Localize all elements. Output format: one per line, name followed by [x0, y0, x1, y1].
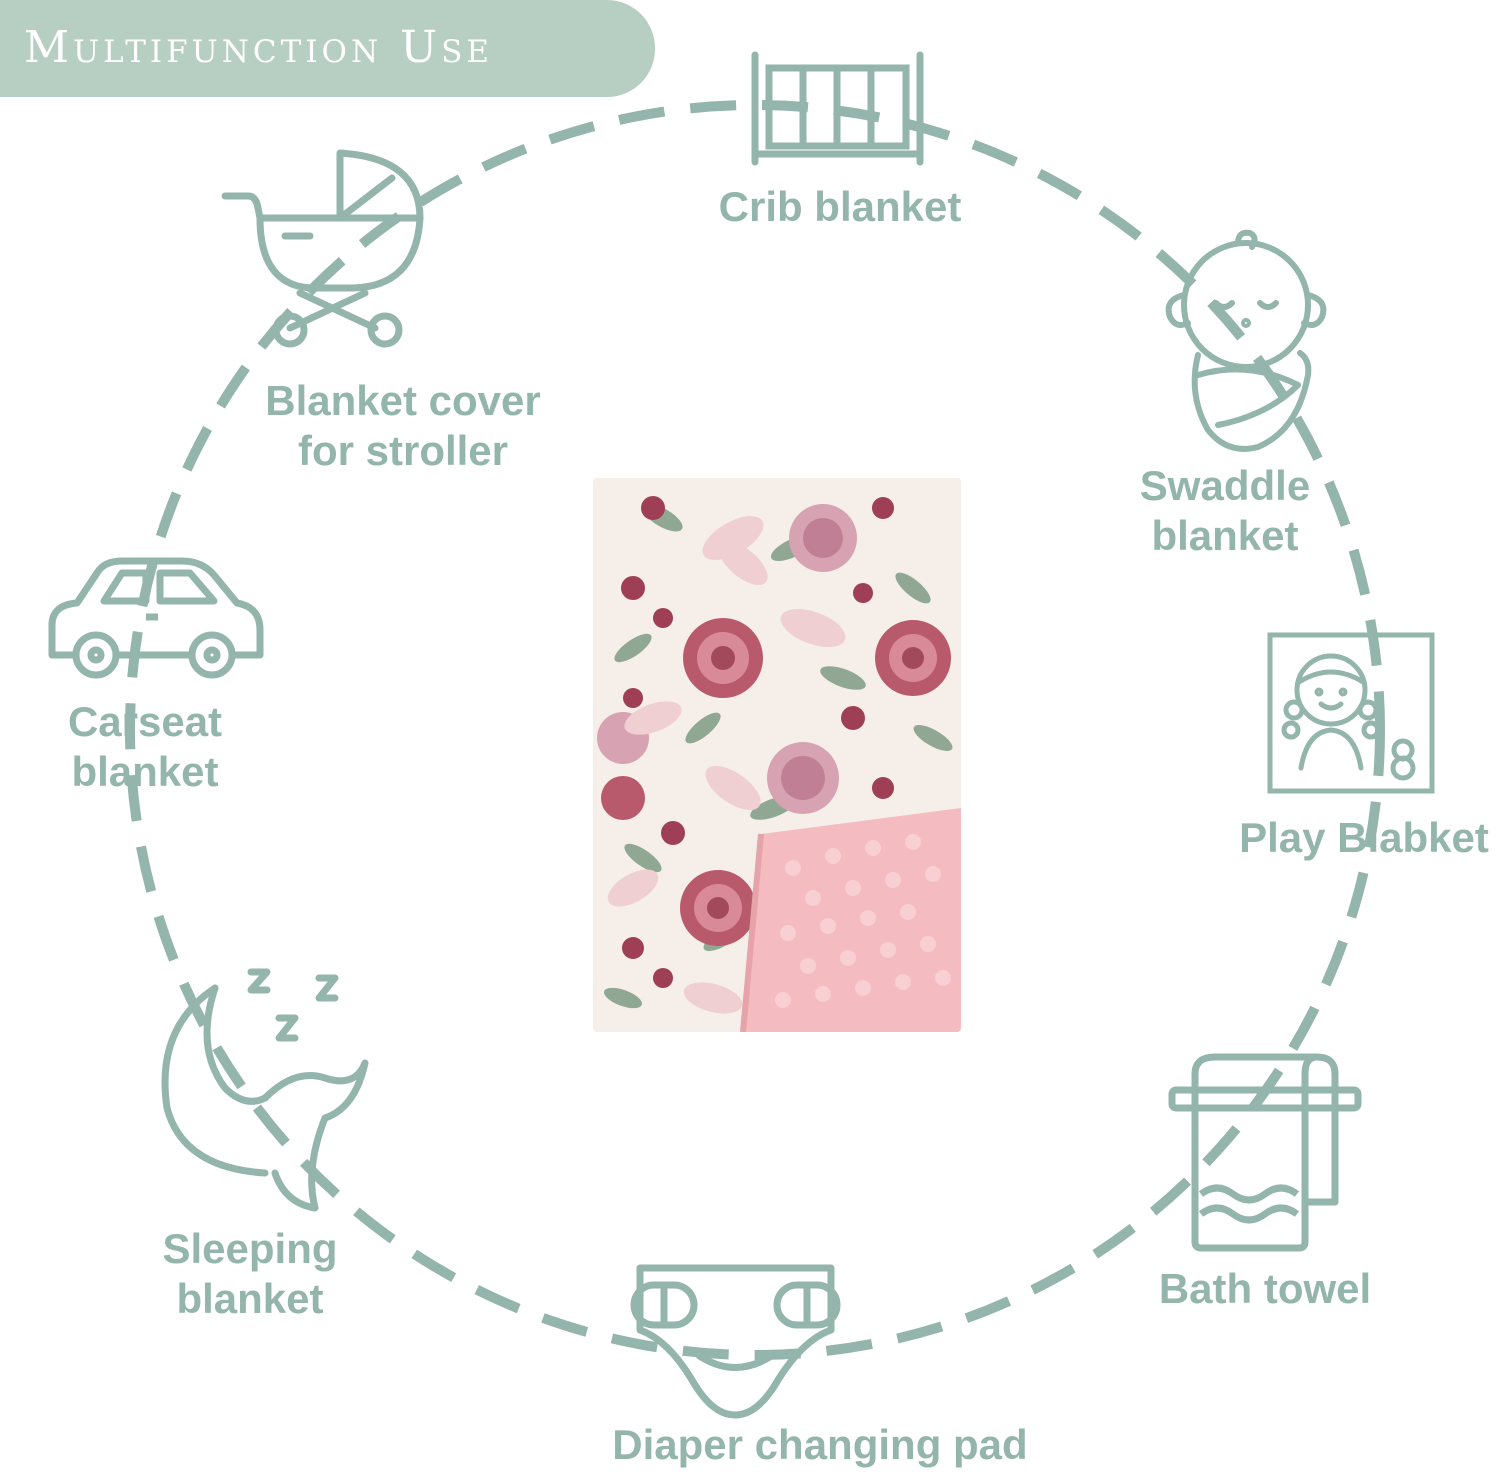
moon-sleep-icon — [161, 968, 369, 1212]
floral-blanket-image — [593, 478, 961, 1032]
use-label-sleeping: Sleeping blanket — [162, 1225, 338, 1322]
use-label-play: Play Blabket — [1239, 814, 1489, 861]
diaper-icon — [630, 1264, 841, 1419]
use-label-crib: Crib blanket — [718, 183, 962, 230]
car-icon — [48, 557, 264, 679]
use-label-carseat: Carseat blanket — [67, 698, 223, 795]
use-label-swaddle: Swaddle blanket — [1139, 462, 1311, 559]
header-banner: Multifunction Use — [0, 0, 655, 97]
use-label-towel: Bath towel — [1158, 1265, 1372, 1312]
swaddled-baby-icon — [1165, 229, 1327, 452]
towel-icon — [1168, 1053, 1362, 1252]
banner-title: Multifunction Use — [24, 22, 494, 73]
use-label-diaper: Diaper changing pad — [612, 1421, 1028, 1468]
stroller-icon — [221, 149, 424, 348]
use-label-stroller: Blanket cover for stroller — [265, 377, 541, 474]
crib-icon — [751, 51, 924, 166]
play-mat-girl-icon — [1267, 632, 1435, 794]
